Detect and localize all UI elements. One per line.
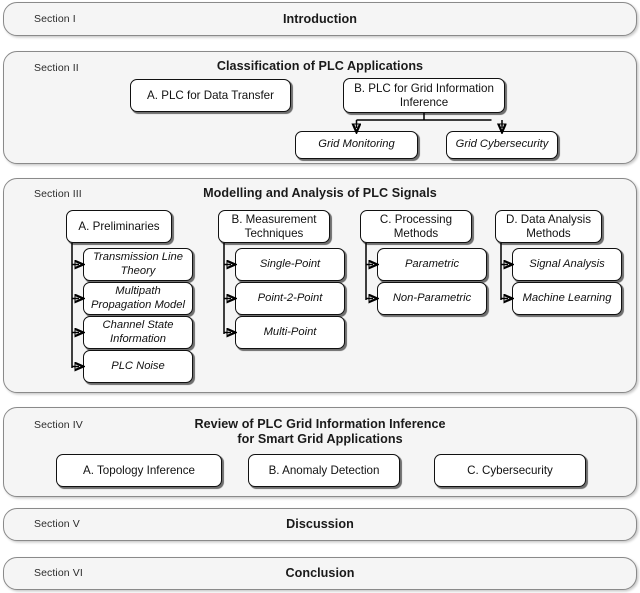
section-title-4-line-2: for Smart Grid Applications bbox=[237, 432, 403, 446]
node-cybersecurity[interactable]: C. Cybersecurity bbox=[434, 454, 586, 487]
section-container-1: Section I Introduction bbox=[3, 2, 637, 36]
section-label-5: Section V bbox=[34, 518, 80, 530]
node-point-2-point[interactable]: Point-2-Point bbox=[235, 282, 345, 315]
node-plc-grid-information-inference[interactable]: B. PLC for Grid Information Inference bbox=[343, 78, 505, 113]
section-title-4-line-1: Review of PLC Grid Information Inference bbox=[194, 417, 446, 431]
node-channel-state-information[interactable]: Channel State Information bbox=[83, 316, 193, 349]
section-title-1: Introduction bbox=[282, 12, 358, 26]
node-data-analysis-methods[interactable]: D. Data Analysis Methods bbox=[495, 210, 602, 243]
section-title-3: Modelling and Analysis of PLC Signals bbox=[203, 186, 437, 200]
node-transmission-line-theory[interactable]: Transmission Line Theory bbox=[83, 248, 193, 281]
node-plc-data-transfer[interactable]: A. PLC for Data Transfer bbox=[130, 79, 291, 112]
section-label-6: Section VI bbox=[34, 567, 83, 579]
node-grid-monitoring[interactable]: Grid Monitoring bbox=[295, 131, 418, 159]
node-measurement-techniques[interactable]: B. Measurement Techniques bbox=[218, 210, 330, 243]
node-machine-learning[interactable]: Machine Learning bbox=[512, 282, 622, 315]
node-multipath-propagation-model[interactable]: Multipath Propagation Model bbox=[83, 282, 193, 315]
node-signal-analysis[interactable]: Signal Analysis bbox=[512, 248, 622, 281]
section-title-6: Conclusion bbox=[285, 566, 355, 580]
node-topology-inference[interactable]: A. Topology Inference bbox=[56, 454, 222, 487]
section-label-3: Section III bbox=[34, 188, 82, 200]
node-anomaly-detection[interactable]: B. Anomaly Detection bbox=[248, 454, 400, 487]
section-container-5: Section V Discussion bbox=[3, 508, 637, 541]
node-preliminaries[interactable]: A. Preliminaries bbox=[66, 210, 172, 243]
node-processing-methods[interactable]: C. Processing Methods bbox=[360, 210, 472, 243]
section-label-4: Section IV bbox=[34, 419, 83, 431]
section-title-5: Discussion bbox=[286, 517, 354, 531]
node-parametric[interactable]: Parametric bbox=[377, 248, 487, 281]
section-title-4: Review of PLC Grid Information Inference… bbox=[4, 417, 636, 447]
section-container-6: Section VI Conclusion bbox=[3, 557, 637, 590]
node-multi-point[interactable]: Multi-Point bbox=[235, 316, 345, 349]
section-title-2: Classification of PLC Applications bbox=[216, 59, 424, 73]
section-label-1: Section I bbox=[34, 13, 76, 25]
node-plc-noise[interactable]: PLC Noise bbox=[83, 350, 193, 383]
node-single-point[interactable]: Single-Point bbox=[235, 248, 345, 281]
node-grid-cybersecurity[interactable]: Grid Cybersecurity bbox=[446, 131, 558, 159]
node-non-parametric[interactable]: Non-Parametric bbox=[377, 282, 487, 315]
section-label-2: Section II bbox=[34, 62, 79, 74]
